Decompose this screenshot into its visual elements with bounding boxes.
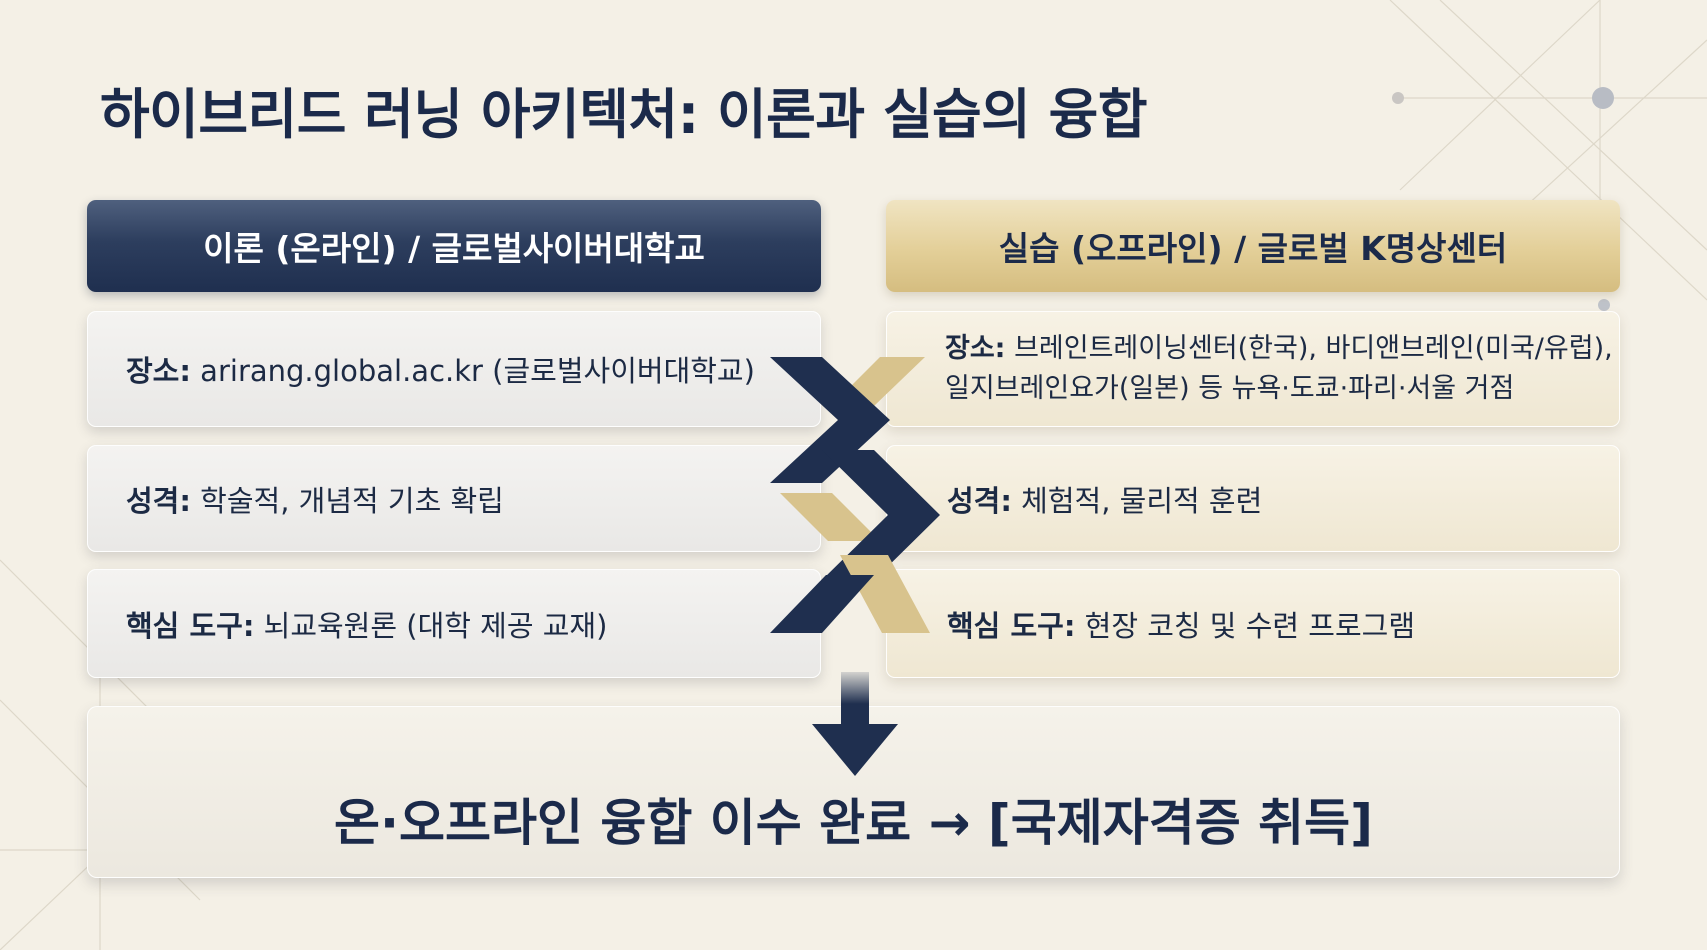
- practice-nature-card: 성격: 체험적, 물리적 훈련: [886, 445, 1620, 552]
- practice-header-label: 실습 (오프라인) / 글로벌 K명상센터: [998, 229, 1508, 268]
- card-key: 핵심 도구:: [947, 608, 1076, 643]
- card-key: 장소:: [126, 354, 191, 388]
- theory-location-card: 장소: arirang.global.ac.kr (글로벌사이버대학교): [87, 311, 821, 427]
- card-value: 학술적, 개념적 기초 확립: [190, 483, 504, 518]
- card-value: 현장 코칭 및 수련 프로그램: [1075, 608, 1415, 643]
- practice-tool-card: 핵심 도구: 현장 코칭 및 수련 프로그램: [886, 569, 1620, 678]
- interlock-chevron-icon: [770, 357, 940, 633]
- card-value: 체험적, 물리적 훈련: [1011, 483, 1263, 518]
- down-arrow-icon: [812, 672, 898, 776]
- result-label: 온·오프라인 융합 이수 완료 → [국제자격증 취득]: [333, 794, 1374, 852]
- card-key: 성격:: [126, 483, 191, 518]
- page-title: 하이브리드 러닝 아키텍처: 이론과 실습의 융합: [100, 83, 1148, 146]
- card-key: 핵심 도구:: [126, 608, 255, 643]
- card-value: 뇌교육원론 (대학 제공 교재): [254, 608, 608, 643]
- theory-tool-card: 핵심 도구: 뇌교육원론 (대학 제공 교재): [87, 569, 821, 678]
- theory-column-header: 이론 (온라인) / 글로벌사이버대학교: [87, 200, 821, 292]
- card-value-line2: 일지브레인요가(일본) 등 뉴욕·도쿄·파리·서울 거점: [945, 373, 1515, 404]
- practice-location-card: 장소: 브레인트레이닝센터(한국), 바디앤브레인(미국/유럽), 일지브레인요…: [886, 311, 1620, 427]
- card-value: arirang.global.ac.kr (글로벌사이버대학교): [190, 354, 755, 388]
- theory-nature-card: 성격: 학술적, 개념적 기초 확립: [87, 445, 821, 552]
- theory-header-label: 이론 (온라인) / 글로벌사이버대학교: [203, 229, 705, 268]
- practice-column-header: 실습 (오프라인) / 글로벌 K명상센터: [886, 200, 1620, 292]
- card-key: 장소:: [945, 333, 1006, 364]
- card-key: 성격:: [947, 483, 1012, 518]
- card-value: 브레인트레이닝센터(한국), 바디앤브레인(미국/유럽),: [1005, 333, 1613, 364]
